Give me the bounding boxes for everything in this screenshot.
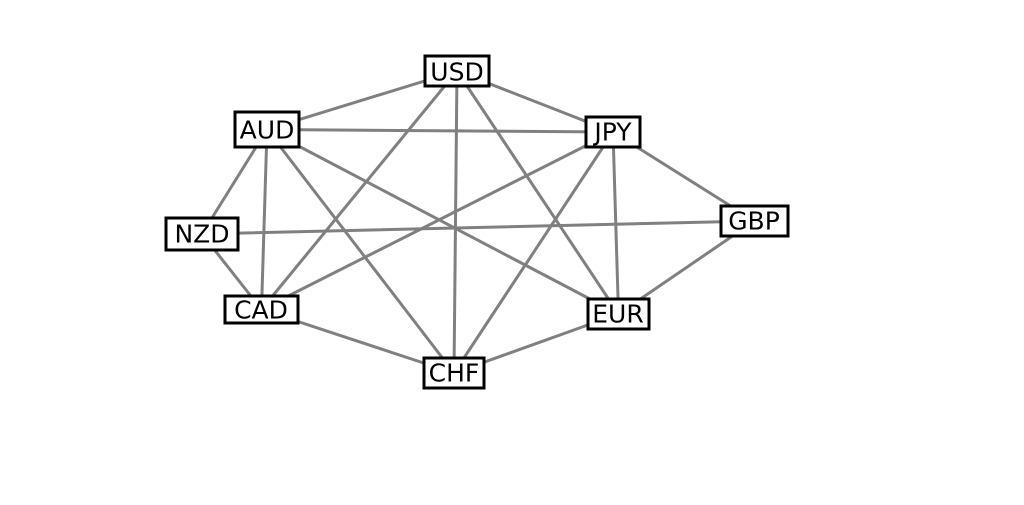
node-chf-box — [422, 356, 486, 390]
node-cad-label: CAD — [234, 296, 288, 325]
node-nzd: NZD — [164, 216, 240, 252]
edge-aud-jpy — [265, 128, 615, 134]
node-chf: CHF — [422, 356, 486, 390]
node-usd-label: USD — [430, 58, 483, 87]
edge-usd-cad — [260, 69, 459, 311]
node-eur-box — [586, 297, 651, 331]
node-jpy-label: JPY — [592, 118, 632, 147]
node-aud-box — [233, 110, 301, 149]
node-usd: USD — [423, 54, 491, 88]
edge-usd-eur — [455, 69, 620, 316]
node-nzd-label: NZD — [174, 220, 229, 249]
edge-jpy-chf — [452, 130, 615, 375]
node-jpy: JPY — [584, 115, 642, 149]
edge-aud-cad — [260, 128, 269, 311]
node-chf-label: CHF — [429, 359, 480, 388]
node-jpy-box — [584, 115, 642, 149]
node-gbp-box — [719, 204, 790, 238]
node-aud-label: AUD — [240, 116, 295, 145]
edge-aud-eur — [265, 128, 620, 316]
node-eur-label: EUR — [592, 300, 643, 329]
node-nzd-box — [164, 216, 240, 252]
node-cad: CAD — [223, 294, 300, 325]
node-eur: EUR — [586, 297, 651, 331]
edge-usd-chf — [452, 69, 459, 375]
node-aud: AUD — [233, 110, 301, 149]
edge-nzd-gbp — [200, 219, 756, 236]
node-gbp: GBP — [719, 204, 790, 238]
node-gbp-label: GBP — [728, 207, 780, 236]
nodes-layer: USD AUD JPY NZD GBP CAD EUR CHF — [164, 54, 790, 390]
edge-jpy-cad — [260, 130, 615, 311]
edge-aud-chf — [265, 128, 456, 375]
node-usd-box — [423, 54, 491, 88]
node-cad-box — [223, 294, 300, 325]
